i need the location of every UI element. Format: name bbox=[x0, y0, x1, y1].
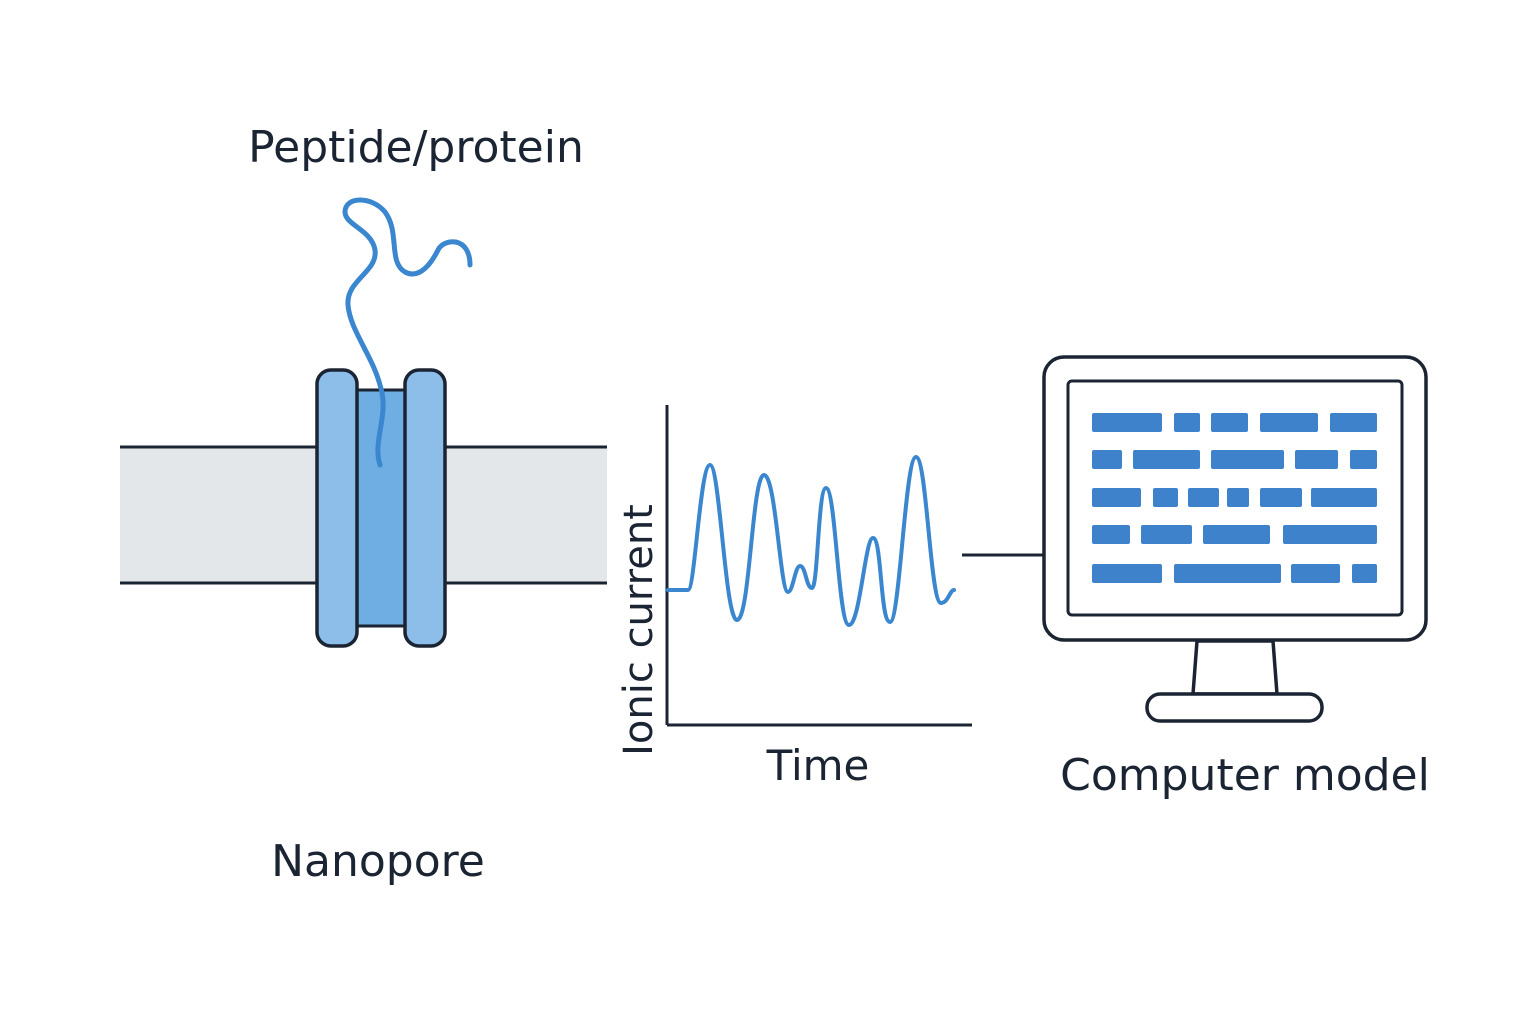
code-block bbox=[1133, 450, 1200, 469]
code-lines bbox=[1092, 413, 1377, 583]
code-block bbox=[1311, 488, 1377, 507]
code-block bbox=[1260, 488, 1302, 507]
y-axis-label: Ionic current bbox=[616, 504, 662, 756]
x-axis-label: Time bbox=[766, 741, 870, 790]
code-block bbox=[1352, 564, 1377, 583]
code-block bbox=[1211, 413, 1248, 432]
code-block bbox=[1092, 525, 1130, 544]
monitor-stand bbox=[1191, 639, 1279, 696]
current-signal-trace bbox=[666, 455, 956, 627]
code-block bbox=[1092, 564, 1162, 583]
code-block bbox=[1260, 413, 1318, 432]
pore-left-wall bbox=[315, 368, 359, 648]
code-block bbox=[1350, 450, 1377, 469]
nanopore-label: Nanopore bbox=[271, 836, 485, 887]
code-block bbox=[1092, 488, 1141, 507]
code-block bbox=[1188, 488, 1219, 507]
code-block bbox=[1203, 525, 1270, 544]
code-block bbox=[1295, 450, 1338, 469]
code-block bbox=[1141, 525, 1192, 544]
code-block bbox=[1283, 525, 1377, 544]
code-block bbox=[1174, 413, 1200, 432]
code-block bbox=[1092, 413, 1162, 432]
code-block bbox=[1174, 564, 1281, 583]
computer-model-label: Computer model bbox=[1060, 750, 1430, 801]
nanopore-section: Peptide/protein Nanopore bbox=[120, 122, 607, 887]
code-block bbox=[1227, 488, 1249, 507]
code-block bbox=[1291, 564, 1340, 583]
monitor-base bbox=[1145, 692, 1324, 723]
code-block bbox=[1092, 450, 1122, 469]
computer-monitor-icon bbox=[1042, 355, 1428, 723]
peptide-strand bbox=[342, 197, 473, 468]
code-block bbox=[1330, 413, 1377, 432]
peptide-label: Peptide/protein bbox=[248, 122, 584, 173]
code-block bbox=[1211, 450, 1284, 469]
pore-right-wall bbox=[403, 368, 447, 648]
code-block bbox=[1153, 488, 1178, 507]
current-trace-plot: Ionic current Time bbox=[616, 405, 972, 790]
